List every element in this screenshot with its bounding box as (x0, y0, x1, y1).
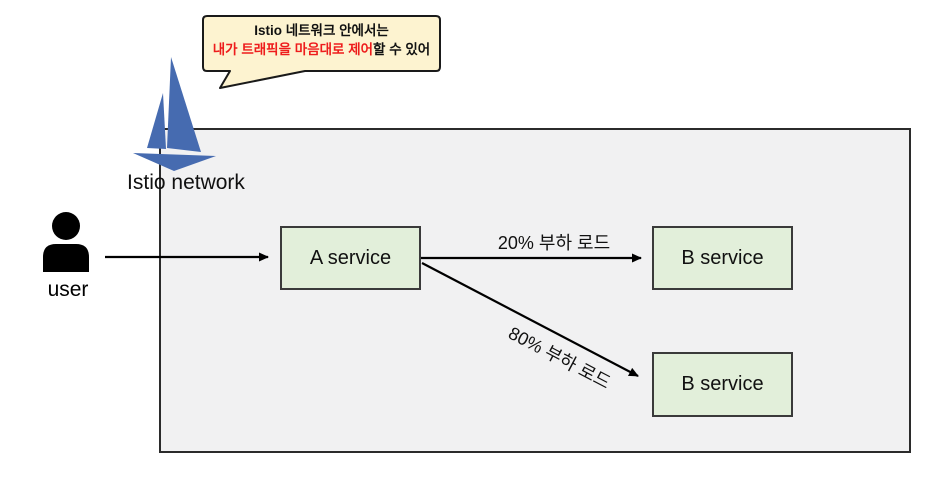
istio-network-label: Istio network (127, 171, 245, 194)
service-box-a: A service (280, 226, 421, 290)
speech-bubble-text: Istio 네트워크 안에서는 내가 트래픽을 마음대로 제어할 수 있어 (203, 21, 440, 59)
service-box-b2: B service (652, 352, 793, 417)
istio-small-sail (147, 93, 166, 149)
speech-bubble-shape (202, 15, 441, 89)
istio-main-sail (167, 57, 201, 152)
istio-network-boundary-box (159, 128, 911, 453)
service-box-b1-label: B service (681, 246, 764, 269)
service-box-a-label: A service (309, 246, 392, 269)
user-label: user (47, 278, 89, 301)
service-box-b2-label: B service (681, 373, 764, 395)
speech-bubble-line2: 내가 트래픽을 마음대로 제어할 수 있어 (203, 40, 440, 59)
person-head (52, 212, 80, 240)
istio-hull (133, 153, 216, 171)
speech-bubble-outline (202, 15, 441, 89)
person-icon (43, 212, 89, 272)
person-body (43, 244, 89, 272)
load-label-20-percent: 20% 부하 로드 (497, 233, 611, 253)
speech-bubble-line2-red: 내가 트래픽을 마음대로 제어 (212, 42, 374, 57)
speech-bubble-line2-black: 할 수 있어 (373, 42, 431, 57)
istio-sailboat-icon (133, 57, 216, 171)
speech-bubble-line1: Istio 네트워크 안에서는 (254, 23, 389, 38)
service-box-b1: B service (652, 226, 793, 290)
